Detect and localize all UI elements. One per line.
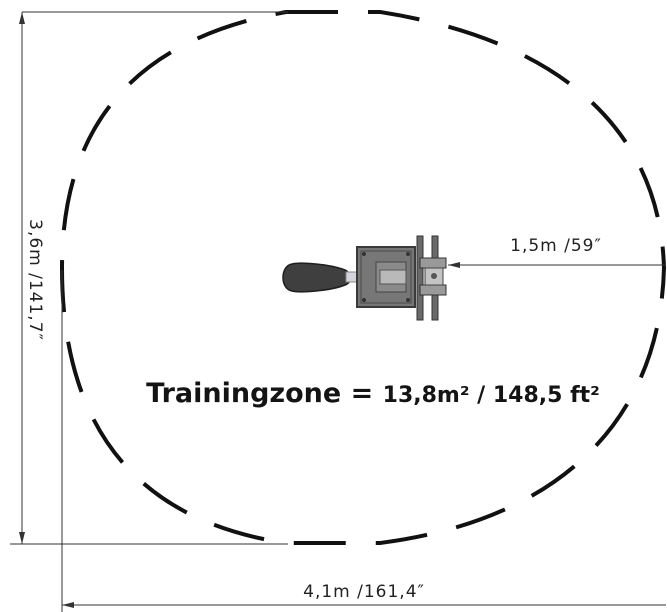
- training-zone-value: 13,8m² / 148,5 ft²: [383, 383, 600, 408]
- height-dimension-label: 3,6m /141,7″: [25, 219, 45, 341]
- exercise-machine-icon: [282, 235, 447, 321]
- training-zone-label: Trainingzone = 13,8m² / 148,5 ft²: [146, 378, 600, 409]
- training-zone-outline: [59, 10, 667, 545]
- width-dimension-label: 4,1m /161,4″: [303, 582, 425, 602]
- radius-dimension-label: 1,5m /59″: [510, 236, 602, 256]
- training-zone-prefix: Trainingzone =: [146, 378, 383, 409]
- height-dimension: [10, 11, 288, 545]
- width-dimension: [61, 270, 666, 612]
- radius-dimension: [448, 262, 666, 268]
